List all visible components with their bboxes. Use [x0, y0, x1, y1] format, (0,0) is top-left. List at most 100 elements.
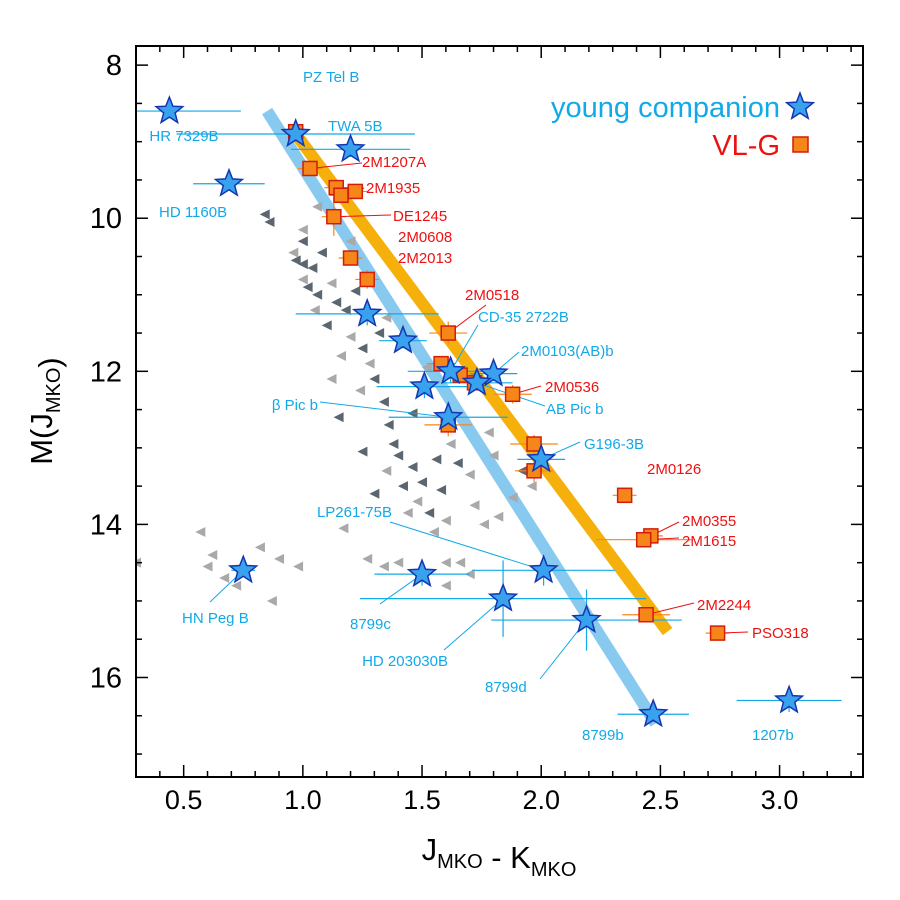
- field-object-marker: [417, 477, 428, 488]
- field-object-marker: [436, 484, 447, 495]
- point-label: G196-3B: [584, 436, 644, 453]
- point-label: 2M0608: [398, 229, 452, 246]
- young-star-marker: [213, 167, 245, 197]
- point-label: 2M0536: [545, 379, 599, 396]
- field-object-marker: [378, 561, 389, 572]
- field-object-marker: [440, 515, 451, 526]
- label-leader-line: [389, 521, 544, 571]
- axis-label-subscript: MKO: [531, 859, 577, 881]
- vlg-square-marker: [504, 386, 521, 403]
- field-object-marker: [335, 351, 346, 362]
- legend-young-star-icon: [784, 90, 816, 120]
- field-object-marker: [440, 557, 451, 568]
- vlg-square-marker: [440, 325, 457, 341]
- vlg-square-marker: [635, 531, 652, 548]
- point-label: 8799b: [582, 727, 624, 744]
- y-tick-label: 14: [90, 509, 122, 541]
- point-label: 2M1935: [366, 180, 420, 197]
- field-object-marker: [355, 385, 366, 396]
- young-star-marker: [435, 355, 467, 385]
- field-object-marker: [383, 419, 394, 430]
- label-leader-line: [309, 162, 363, 169]
- young-star-marker: [487, 582, 519, 612]
- point-label: 2M0103(AB)b: [521, 343, 614, 360]
- young-star-marker: [406, 558, 438, 588]
- vlg-square-marker: [333, 187, 349, 204]
- vlg-square-marker: [326, 208, 342, 225]
- field-object-marker: [507, 492, 518, 503]
- field-object-marker: [369, 373, 380, 384]
- axis-label-subscript: MKO: [437, 851, 483, 873]
- field-object-marker: [526, 481, 537, 492]
- vlg-square-marker: [709, 625, 726, 641]
- field-object-marker: [393, 557, 404, 568]
- field-object-marker: [290, 255, 301, 266]
- field-object-marker: [381, 312, 392, 323]
- point-label: 8799d: [485, 679, 527, 696]
- legend-vlg-square-icon: [792, 136, 809, 153]
- point-label: 2M0355: [682, 513, 736, 530]
- field-object-marker: [488, 450, 499, 461]
- point-label: HR 7329B: [149, 128, 218, 145]
- field-object-marker: [402, 507, 413, 518]
- label-leader-line: [319, 401, 449, 418]
- field-object-marker: [297, 224, 308, 235]
- field-object-marker: [424, 507, 435, 518]
- field-object-marker: [321, 320, 332, 331]
- field-object-marker: [326, 373, 337, 384]
- vlg-square-marker: [347, 183, 364, 200]
- field-object-marker: [381, 465, 392, 476]
- field-object-marker: [333, 412, 344, 423]
- young-star-marker: [637, 698, 669, 728]
- field-object-marker: [266, 595, 277, 606]
- field-object-marker: [219, 572, 230, 583]
- field-object-marker: [393, 450, 404, 461]
- y-tick-label: 10: [90, 203, 122, 235]
- field-object-marker: [412, 496, 423, 507]
- young-star-marker: [432, 401, 464, 431]
- y-tick-label: 16: [90, 662, 122, 694]
- plot-frame: [135, 45, 864, 778]
- field-object-marker: [259, 209, 270, 220]
- vlg-square-marker: [616, 487, 633, 504]
- point-label: 2M2244: [697, 597, 751, 614]
- young-star-marker: [478, 357, 509, 387]
- field-object-marker: [440, 580, 451, 591]
- field-object-marker: [374, 328, 385, 339]
- label-leader-line: [450, 324, 479, 372]
- field-object-marker: [307, 262, 318, 273]
- young-star-marker: [335, 133, 366, 163]
- field-object-marker: [483, 427, 494, 438]
- point-label: HD 203030B: [362, 653, 448, 670]
- young-star-marker: [773, 684, 805, 714]
- field-object-marker: [362, 553, 373, 564]
- field-object-marker: [274, 553, 285, 564]
- point-label: TWA 5B: [328, 118, 382, 135]
- point-label: 2M1615: [682, 533, 736, 550]
- vlg-square-marker: [302, 160, 318, 177]
- field-object-marker: [231, 580, 242, 591]
- field-object-marker: [312, 289, 323, 300]
- x-tick-label: 2.0: [522, 785, 560, 815]
- field-object-marker: [431, 454, 442, 465]
- axis-label-text: J: [422, 832, 438, 867]
- field-object-marker: [264, 217, 275, 228]
- field-object-marker: [364, 358, 375, 369]
- field-object-marker: [445, 439, 456, 450]
- point-label: 2M2013: [398, 250, 452, 267]
- field-object-marker: [297, 236, 308, 247]
- field-object-marker: [479, 519, 490, 530]
- field-object-marker: [202, 561, 213, 572]
- young-star-marker: [351, 297, 383, 327]
- y-tick-label: 12: [90, 356, 122, 388]
- field-object-marker: [397, 481, 408, 492]
- field-object-marker: [302, 282, 313, 293]
- field-object-marker: [340, 305, 351, 316]
- x-tick-label: 0.5: [165, 785, 203, 815]
- point-label: HD 1160B: [159, 204, 227, 221]
- field-object-marker: [464, 469, 475, 480]
- field-object-marker: [388, 439, 399, 450]
- field-object-marker: [331, 297, 342, 308]
- field-object-marker: [357, 343, 368, 354]
